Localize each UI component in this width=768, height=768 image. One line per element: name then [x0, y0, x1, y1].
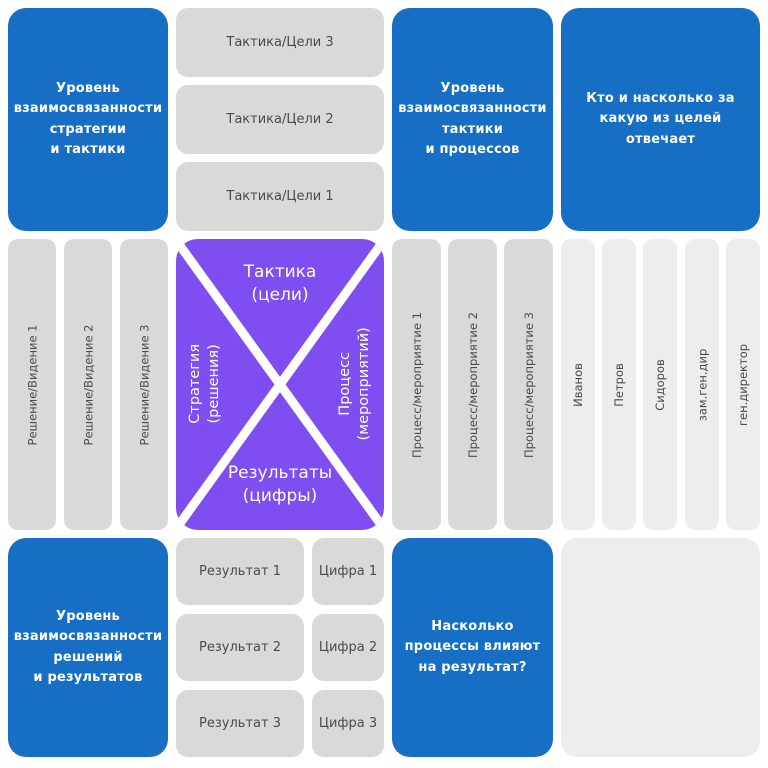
process-activity-bar-3: Процесс/мероприятие 3: [504, 239, 553, 530]
figure-box-1: Цифра 1: [312, 538, 384, 605]
figure-box-2: Цифра 2: [312, 614, 384, 681]
decision-vision-label-2: Решение/Видение 2: [81, 324, 96, 445]
decisions-results-level-box: Уровень взаимосвязанности решений и резу…: [8, 538, 168, 757]
person-bar-ivanov: Иванов: [561, 239, 595, 530]
result-box-1: Результат 1: [176, 538, 304, 605]
process-activity-label-2: Процесс/мероприятие 2: [465, 311, 480, 458]
result-box-3: Результат 3: [176, 690, 304, 757]
decision-vision-bar-2: Решение/Видение 2: [64, 239, 112, 530]
person-bar-gen-director: ген.директор: [726, 239, 760, 530]
matrix-top-label: Тактика (цели): [243, 262, 317, 305]
person-label-deputy-gen-dir: зам.ген.дир: [695, 348, 710, 421]
person-label-petrov: Петров: [612, 362, 627, 407]
strategy-tactics-level-box: Уровень взаимосвязанности стратегии и та…: [8, 8, 168, 231]
matrix-left-label-text: Стратегия (решения): [187, 344, 223, 424]
person-bar-sidorov: Сидоров: [643, 239, 677, 530]
decision-vision-label-3: Решение/Видение 3: [137, 324, 152, 445]
result-box-2: Результат 2: [176, 614, 304, 681]
person-label-gen-director: ген.директор: [736, 343, 751, 426]
person-label-sidorov: Сидоров: [653, 358, 668, 411]
process-activity-bar-2: Процесс/мероприятие 2: [448, 239, 497, 530]
decision-vision-bar-3: Решение/Видение 3: [120, 239, 168, 530]
matrix-x-shape: [176, 239, 384, 530]
person-bar-deputy-gen-dir: зам.ген.дир: [685, 239, 719, 530]
tactic-goal-box-1: Тактика/Цели 1: [176, 162, 384, 231]
central-x-matrix: Тактика (цели) Стратегия (решения) Проце…: [176, 239, 384, 530]
tactics-processes-level-box: Уровень взаимосвязанности тактики и проц…: [392, 8, 553, 231]
person-bar-petrov: Петров: [602, 239, 636, 530]
figure-box-3: Цифра 3: [312, 690, 384, 757]
decision-vision-label-1: Решение/Видение 1: [25, 324, 40, 445]
matrix-bottom-label: Результаты (цифры): [227, 463, 333, 506]
process-activity-bar-1: Процесс/мероприятие 1: [392, 239, 441, 530]
person-label-ivanov: Иванов: [571, 362, 586, 407]
matrix-right-label-text: Процесс (мероприятий): [337, 327, 372, 441]
empty-placeholder-box: [561, 538, 760, 757]
tactic-goal-box-3: Тактика/Цели 3: [176, 8, 384, 77]
processes-impact-box: Насколько процессы влияют на результат?: [392, 538, 553, 757]
process-activity-label-1: Процесс/мероприятие 1: [409, 311, 424, 458]
decision-vision-bar-1: Решение/Видение 1: [8, 239, 56, 530]
process-activity-label-3: Процесс/мероприятие 3: [521, 311, 536, 458]
tactic-goal-box-2: Тактика/Цели 2: [176, 85, 384, 154]
who-responsible-box: Кто и насколько за какую из целей отвеча…: [561, 8, 760, 231]
